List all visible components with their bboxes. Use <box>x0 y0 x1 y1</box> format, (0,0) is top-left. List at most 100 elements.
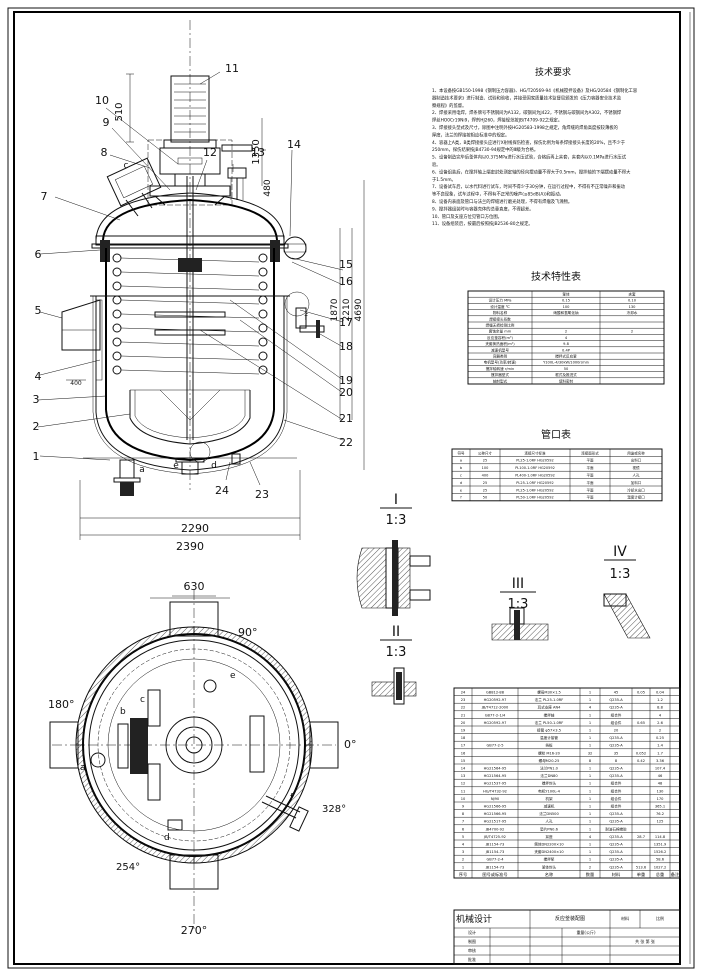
dim-1350: 1350 <box>251 139 262 164</box>
nozzle-cell: 平面 <box>587 458 595 463</box>
anchor-agitator <box>129 390 251 445</box>
tb-approve: 批准 <box>468 956 476 962</box>
bom-cell: Q235-A <box>609 812 623 816</box>
bom-cell: 耳座 <box>545 834 553 839</box>
bom-cell: Q235-A <box>609 698 623 702</box>
bom-cell: 法兰 PL25-1.0RF <box>535 697 564 702</box>
nozzle-cell: 视镜 <box>633 465 641 470</box>
tech-req-line: 11、设备组装后，按最后按照按JB2536-80之规定。 <box>432 220 533 227</box>
nozzle-cell: 加料口 <box>631 480 642 485</box>
nozzle-cell: 冷却水出口 <box>627 487 645 492</box>
dim-480: 480 <box>263 179 273 196</box>
spec-cell: 搅拌器型式 <box>491 372 509 377</box>
table-header-cell: 用途或名称 <box>627 450 645 455</box>
bom-cell: 1 <box>589 698 591 702</box>
detail-IV: IV 1:3 <box>603 544 651 639</box>
letter-d: d <box>211 461 217 471</box>
balloon-5: 5 <box>35 304 42 317</box>
bom-cell: 14 <box>461 766 466 770</box>
bom-cell: GB812-88 <box>486 690 505 694</box>
balloon-1: 1 <box>33 450 40 463</box>
bom-cell: NJ90 <box>491 797 500 801</box>
bom-cell: 1 <box>589 812 591 816</box>
balloon-12: 12 <box>203 146 217 159</box>
bom-cell: 8 <box>615 759 618 763</box>
bom-cell: 螺栓 M16-20 <box>538 750 561 755</box>
spec-cell: 冷却水 <box>627 310 638 315</box>
bom-cell: 16 <box>461 751 466 755</box>
inner-frame <box>13 11 681 965</box>
top-head <box>102 198 278 241</box>
bom-cell: Q235-A <box>609 766 623 770</box>
spec-cell: 夹套换热面积(m²) <box>485 341 515 346</box>
bom-cell: 107.4 <box>655 766 666 770</box>
bom-cell: Q235-A <box>609 706 623 710</box>
bom-cell: 1 <box>589 736 591 740</box>
tech-req-line: 4、容器上A类，B类焊接接头应进行X射线探伤检查，探伤比例为每条焊接接头长度的2… <box>432 139 626 146</box>
spec-cell: 0.10 <box>628 299 637 303</box>
tech-req-line: 于1.5mm。 <box>432 177 456 183</box>
spec-cell: 2 <box>631 330 633 334</box>
bom-cell: 1 <box>589 766 591 770</box>
nozzle-cell: 平面 <box>587 487 595 492</box>
bom-cell: HG21517-95 <box>484 820 507 824</box>
bom-cell: 18 <box>461 736 466 740</box>
balloon-11: 11 <box>225 62 239 75</box>
nozzle-cell: d <box>460 481 462 485</box>
dim-400: 400 <box>70 380 82 387</box>
spec-cell: 反应釜容积(m³) <box>487 335 513 340</box>
bom-cell: JB1154-73 <box>485 842 505 846</box>
tech-req-line: 9、搅拌器组装时与容器壳体的总垂直度，不得超差。 <box>432 205 534 212</box>
bom-cell: 20 <box>461 721 466 725</box>
bom-cell: 1 <box>589 713 591 717</box>
bom-header-cell: 数量 <box>586 871 594 878</box>
dim-2290: 2290 <box>181 522 209 535</box>
bom-cell: 0.65 <box>637 721 645 725</box>
tb-drawn: 制图 <box>468 938 476 944</box>
bom-cell: 24 <box>461 690 466 694</box>
bom-cell: 10 <box>461 797 466 801</box>
nozzle-cell: 25 <box>483 488 487 492</box>
tech-req-line: 验。 <box>432 161 441 168</box>
bom-cell: Q235-A <box>609 820 623 824</box>
nozzle-cell: PL25-1.0RF HG20592 <box>516 481 553 485</box>
bom-cell: Q235-A <box>609 865 623 869</box>
bom-cell: 搅拌轴 <box>544 712 555 717</box>
bom-cell: 组合件 <box>611 803 622 808</box>
nozzle-cell: 平面 <box>587 495 595 500</box>
balloon-23: 23 <box>255 488 269 501</box>
plan-view: 630 90° 180° 0° 328° 254° 270° b c a d e… <box>48 580 357 937</box>
nozzle-title: 管口表 <box>541 428 571 441</box>
support-lug <box>61 299 101 351</box>
tech-req-line: 250mm，探伤结果按JB4730-94规定中的Ⅲ级为合格。 <box>432 146 538 153</box>
dim-2390: 2390 <box>176 540 204 553</box>
bom-cell: 0.25 <box>656 736 664 740</box>
front-view: 510 1350 480 1870 2210 4690 2290 2390 40… <box>33 20 365 599</box>
balloon-2: 2 <box>33 420 40 433</box>
spec-cell: 9.8 <box>563 342 569 346</box>
bom-cell: HG21566-95 <box>484 804 507 808</box>
bom-cell: 法兰DN500 <box>539 811 559 816</box>
bom-cell: 组合件 <box>611 788 622 793</box>
dim-2210: 2210 <box>342 298 352 321</box>
nozzle-cell: PL25-1.0RF HG20592 <box>516 459 553 463</box>
bom-cell: 电机Y100L-4 <box>538 788 560 793</box>
table-header-cell: 符号 <box>458 450 466 455</box>
spec-cell: 腐蚀余量 mm <box>489 329 512 334</box>
nozzle-cell: 400 <box>482 474 489 478</box>
bom-cell: JB1154-73 <box>485 865 505 869</box>
bom-header-cell: 序号 <box>459 871 467 878</box>
balloon-15: 15 <box>339 258 353 271</box>
balloon-24: 24 <box>215 484 229 497</box>
letter-f: f <box>304 313 308 323</box>
bom-cell: 8.8 <box>657 706 663 710</box>
plan-letter-c: c <box>140 695 145 705</box>
spec-cell: 框式及推进式 <box>555 372 577 377</box>
angle-0: 0° <box>344 738 357 751</box>
tech-req-line: 焊丝HO0Cr19Ni9，焊剂HJ260，焊接规范按JB/T4709-92之规定… <box>432 117 562 124</box>
svg-text:IV: IV <box>613 544 627 560</box>
balloon-9: 9 <box>103 116 110 129</box>
tech-req-line: 8、设备内表面及管口与法兰的焊缝进行磨光处理，不得有焊瘤及飞溅物。 <box>432 198 572 205</box>
svg-text:1:3: 1:3 <box>386 645 407 660</box>
nozzle-cell: PL50-1.0RF HG20592 <box>516 496 553 500</box>
